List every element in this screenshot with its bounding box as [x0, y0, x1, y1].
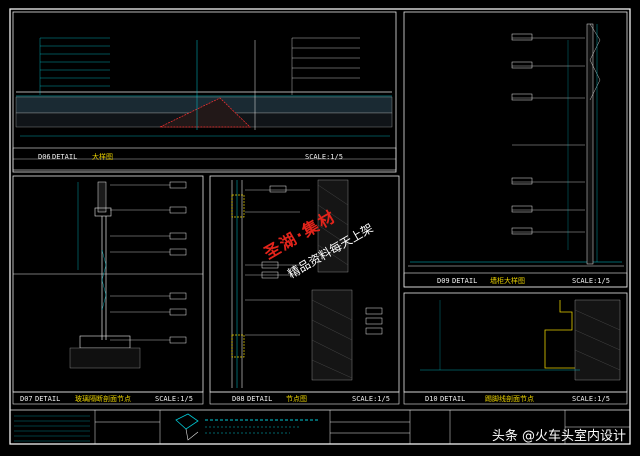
detail-panel-d08 — [209, 175, 400, 405]
d10-scale: SCALE:1/5 — [572, 395, 610, 403]
title-block — [10, 409, 630, 444]
d06-title: 大样图 — [92, 152, 113, 161]
d09-scale: SCALE:1/5 — [572, 277, 610, 285]
d09-id: D09 — [437, 277, 450, 285]
d08-word: DETAIL — [247, 395, 272, 403]
detail-panel-d07 — [12, 175, 204, 405]
d09-word: DETAIL — [452, 277, 477, 285]
d10-word: DETAIL — [440, 395, 465, 403]
d06-word: DETAIL — [52, 153, 77, 161]
d10-title: 踢脚线剖面节点 — [485, 394, 534, 403]
d10-id: D10 — [425, 395, 438, 403]
d08-id: D08 — [232, 395, 245, 403]
brand-label: 头条 @火车头室内设计 — [491, 429, 626, 444]
detail-panel-d06 — [12, 11, 397, 173]
sheet-border — [9, 8, 631, 445]
d07-scale: SCALE:1/5 — [155, 395, 193, 403]
d07-id: D07 — [20, 395, 33, 403]
detail-panel-d09 — [403, 11, 628, 288]
d06-id: D06 — [38, 153, 51, 161]
d08-scale: SCALE:1/5 — [352, 395, 390, 403]
d07-title: 玻璃隔断剖面节点 — [75, 394, 131, 403]
d09-title: 墙柜大样图 — [490, 276, 525, 285]
d06-scale: SCALE:1/5 — [305, 153, 343, 161]
d08-title: 节点图 — [286, 395, 307, 403]
detail-panel-d10 — [403, 292, 628, 405]
d07-word: DETAIL — [35, 395, 60, 403]
company-logo-icon — [175, 413, 199, 441]
